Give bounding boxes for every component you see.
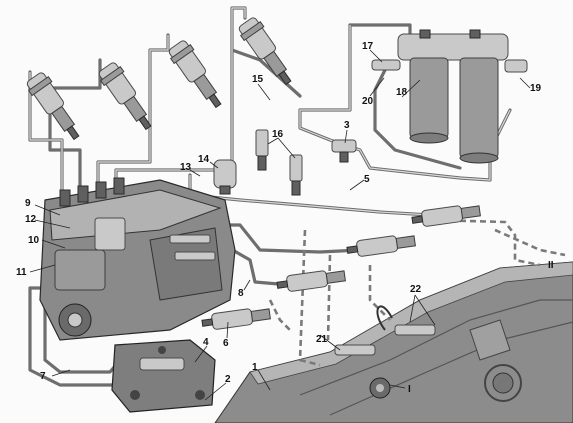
engine-block [214, 261, 573, 423]
callout-20: 20 [362, 96, 374, 107]
fuel-filters [371, 29, 528, 164]
callout-II: II [548, 260, 554, 271]
callout-18: 18 [396, 87, 408, 98]
callout-17: 17 [362, 41, 374, 52]
callout-5: 5 [364, 174, 370, 185]
callout-labels: 1 2 3 4 5 6 7 8 9 10 11 12 13 14 15 16 1… [16, 41, 554, 395]
callout-13: 13 [180, 162, 192, 173]
callout-11: 11 [16, 267, 27, 278]
callout-12: 12 [25, 214, 37, 225]
callout-10: 10 [28, 235, 40, 246]
injector-top-1 [26, 72, 80, 141]
callout-19: 19 [530, 83, 542, 94]
callout-7: 7 [40, 371, 46, 382]
injector-top-4 [238, 17, 292, 86]
fuel-sensor-16b [289, 154, 303, 196]
injector-top-3 [168, 40, 222, 109]
injector-right-4 [201, 308, 271, 330]
callout-16: 16 [272, 129, 284, 140]
fitting-22 [334, 305, 436, 356]
callout-14: 14 [198, 154, 210, 165]
callout-8: 8 [238, 288, 244, 299]
callout-15: 15 [252, 74, 264, 85]
injection-pump [39, 177, 236, 341]
injector-right-3 [276, 270, 346, 292]
callout-21: 21 [316, 334, 328, 345]
injector-right-2 [346, 235, 416, 257]
callout-6: 6 [223, 338, 229, 349]
supply-lines [28, 23, 512, 387]
callout-22: 22 [410, 284, 422, 295]
leader-lines [29, 49, 531, 401]
pipe-fitting-3 [331, 139, 357, 163]
callout-9: 9 [25, 198, 31, 209]
injector-top-2 [98, 62, 152, 131]
fuel-priming-pump [111, 339, 216, 413]
callout-1: 1 [252, 362, 258, 373]
callout-4: 4 [203, 337, 209, 348]
callout-3: 3 [344, 120, 350, 131]
callout-2: 2 [225, 374, 231, 385]
overflow-valve-14 [213, 159, 237, 195]
fuel-sensor-16a [255, 129, 269, 171]
injector-right-1 [411, 205, 481, 227]
callout-I: I [408, 384, 411, 395]
high-pressure-lines [28, 6, 302, 202]
